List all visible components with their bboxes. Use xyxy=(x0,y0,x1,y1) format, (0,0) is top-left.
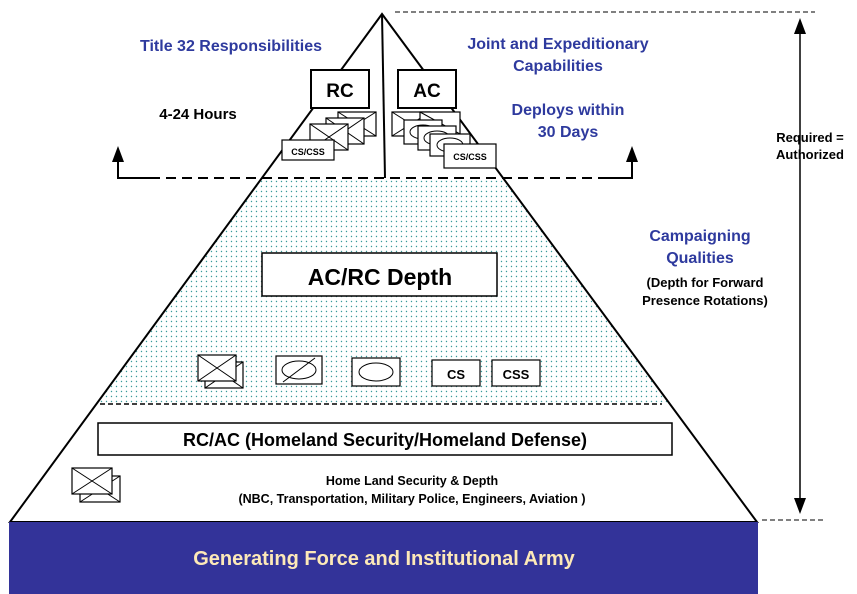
authorized-label: Authorized xyxy=(776,147,844,162)
ac-unit-symbol-stack-icon xyxy=(391,111,497,169)
rc-cs-css-label: CS/CSS xyxy=(291,147,325,157)
ac-cs-css-label: CS/CSS xyxy=(453,152,487,162)
armor-symbol-icon xyxy=(351,357,401,387)
required-label: Required = xyxy=(776,130,844,145)
required-down-arrow-icon xyxy=(794,498,806,514)
cs-label: CS xyxy=(447,367,465,382)
left-up-arrow-icon xyxy=(112,146,124,162)
thirty-days-label: 30 Days xyxy=(538,124,599,141)
apex-divider-line xyxy=(381,13,386,179)
ac-box xyxy=(397,69,457,109)
mechanized-symbol-icon xyxy=(275,355,323,385)
rc-unit-symbol-stack-icon xyxy=(281,111,377,161)
deploys-within-label: Deploys within xyxy=(512,102,625,119)
right-bracket-line xyxy=(605,160,633,179)
rc-box-label: RC xyxy=(326,81,354,102)
title-32-responsibilities-label: Title 32 Responsibilities xyxy=(140,38,322,55)
homeland-unit-symbol-icon xyxy=(71,467,121,503)
ac-box-label: AC xyxy=(413,81,441,102)
homeland-branches-label: (NBC, Transportation, Military Police, E… xyxy=(238,492,585,506)
homeland-security-box-label: RC/AC (Homeland Security/Homeland Defens… xyxy=(183,430,587,450)
infantry-symbol-icon xyxy=(197,354,244,389)
right-up-arrow-icon xyxy=(626,146,638,162)
qualities-label: Qualities xyxy=(666,250,734,267)
cs-box xyxy=(431,359,481,387)
response-time-label: 4-24 Hours xyxy=(159,106,237,123)
ac-rc-depth-box xyxy=(261,252,498,297)
generating-force-label: Generating Force and Institutional Army xyxy=(193,548,575,570)
ac-rc-depth-label: AC/RC Depth xyxy=(308,264,452,290)
homeland-depth-label: Home Land Security & Depth xyxy=(326,474,498,488)
css-label: CSS xyxy=(503,367,530,382)
css-box xyxy=(491,359,541,387)
depth-forward-label: (Depth for Forward xyxy=(647,275,764,290)
presence-rotations-label: Presence Rotations) xyxy=(642,293,768,308)
campaigning-label: Campaigning xyxy=(649,228,750,245)
homeland-security-box xyxy=(97,422,673,456)
generating-force-bar xyxy=(9,522,758,594)
rc-box xyxy=(310,69,370,109)
left-bracket-line xyxy=(117,160,150,179)
required-up-arrow-icon xyxy=(794,18,806,34)
capabilities-label: Capabilities xyxy=(513,58,603,75)
joint-expeditionary-label: Joint and Expeditionary xyxy=(467,36,648,53)
